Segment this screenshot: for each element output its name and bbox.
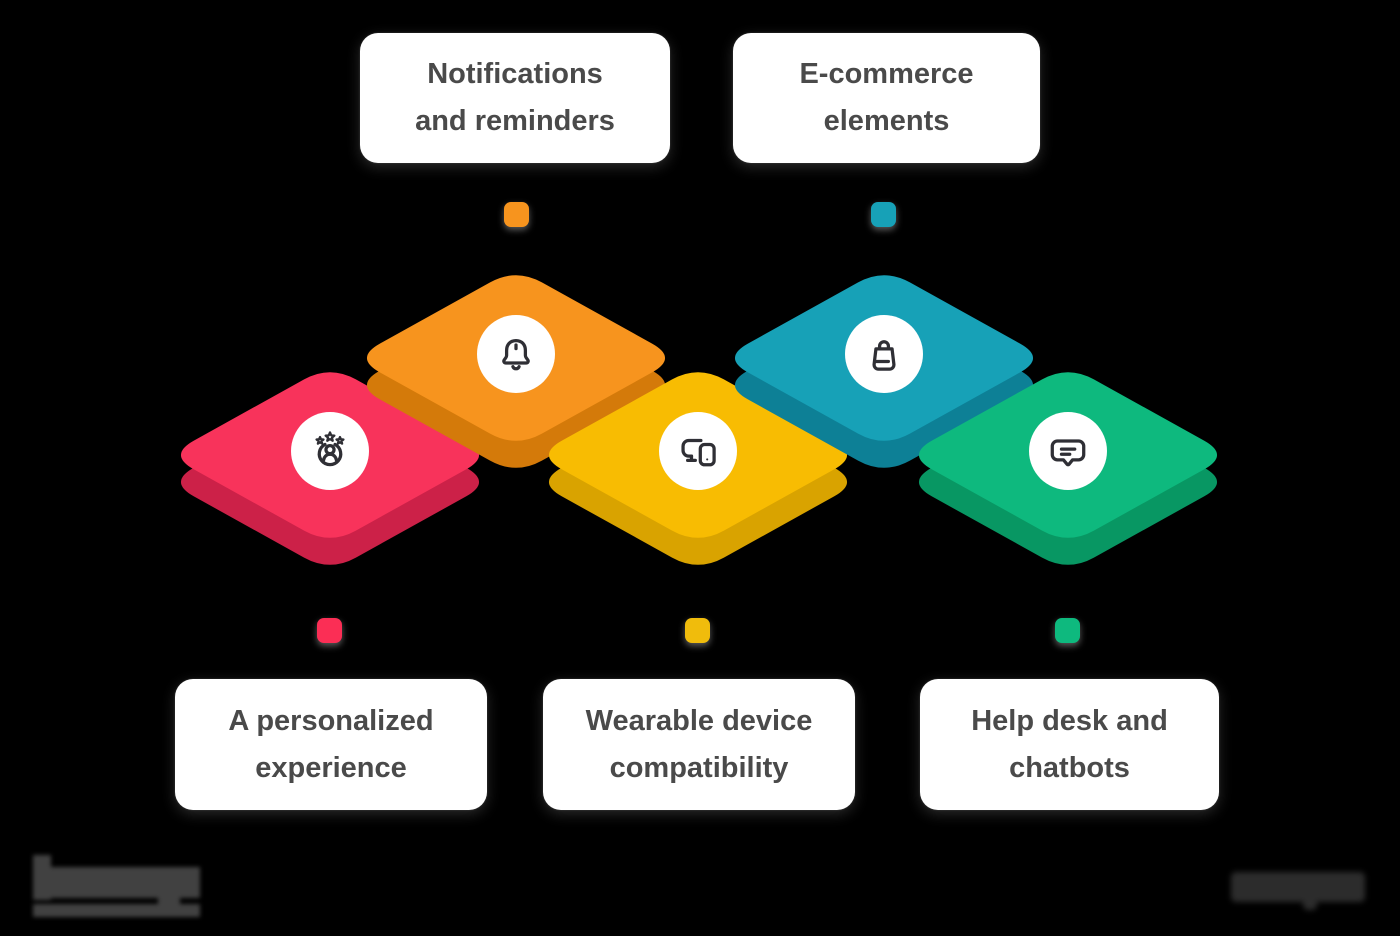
attribution-mark-blurred (1231, 872, 1371, 914)
personalized-tile-icon-circle (291, 412, 369, 490)
brand-logo-pixelated (33, 855, 203, 920)
card-helpdesk-line1: Help desk and (971, 704, 1168, 737)
card-notifications: Notifications and reminders (360, 33, 670, 163)
card-ecommerce: E-commerce elements (733, 33, 1040, 163)
card-helpdesk: Help desk and chatbots (920, 679, 1219, 810)
ecommerce-connector-dot (871, 202, 896, 227)
devices-icon (681, 438, 716, 467)
notifications-connector-dot (504, 202, 529, 227)
helpdesk-connector-dot (1055, 618, 1080, 643)
wearable-tile-icon-circle (659, 412, 737, 490)
card-wearable-line1: Wearable device (585, 704, 813, 737)
card-ecommerce-line1: E-commerce (799, 58, 974, 90)
card-personalized-line1: A personalized (228, 704, 434, 737)
card-personalized-line2: experience (255, 751, 407, 784)
bell-icon (502, 338, 530, 371)
shopping-bag-icon (872, 340, 896, 371)
card-helpdesk-line2: chatbots (1009, 751, 1130, 784)
wearable-connector-dot (685, 618, 710, 643)
ecommerce-tile-icon-circle (845, 315, 923, 393)
notifications-tile-icon-circle (477, 315, 555, 393)
card-wearable: Wearable device compatibility (543, 679, 855, 810)
chat-bubble-icon (1050, 439, 1086, 467)
card-ecommerce-line2: elements (823, 105, 950, 137)
card-personalized: A personalized experience (175, 679, 487, 810)
card-notifications-line1: Notifications (427, 58, 603, 90)
card-notifications-line2: and reminders (415, 105, 615, 137)
personalized-connector-dot (317, 618, 342, 643)
user-rating-icon (315, 431, 345, 467)
helpdesk-tile-icon-circle (1029, 412, 1107, 490)
card-wearable-line2: compatibility (609, 751, 789, 784)
